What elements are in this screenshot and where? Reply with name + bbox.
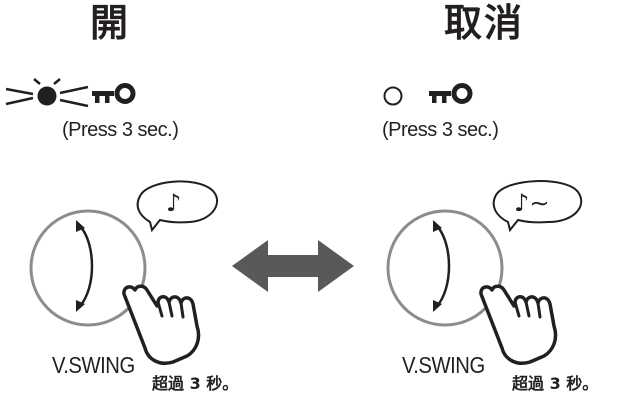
- left-title: 開: [90, 1, 131, 45]
- press-hint: (Press 3 sec.): [62, 119, 179, 141]
- rotate-arrow-icon: [74, 218, 94, 314]
- speech-bubble-icon: [492, 180, 583, 233]
- key-icon: [429, 86, 470, 104]
- speech-bubble-icon: [136, 180, 218, 233]
- rotate-arrow-icon: [431, 218, 451, 314]
- press-hint: (Press 3 sec.): [382, 119, 499, 141]
- note-symbol: ♪: [166, 189, 181, 217]
- vswing-button-ring: [386, 209, 504, 327]
- vswing-label: V.SWING: [402, 352, 485, 378]
- duration-note: 超過 3 秒。: [512, 374, 599, 393]
- pressing-hand-icon: [122, 284, 201, 365]
- vswing-label: V.SWING: [52, 352, 135, 378]
- led-off-icon: [383, 86, 403, 106]
- pressing-hand-icon: [479, 284, 558, 365]
- vswing-button-ring: [29, 209, 147, 327]
- key-icon: [92, 86, 133, 104]
- note-symbol: ♪∼: [514, 189, 549, 217]
- blinking-led-icon: [5, 78, 89, 108]
- right-title: 取消: [444, 1, 525, 45]
- double-arrow-icon: [232, 240, 354, 292]
- duration-note: 超過 3 秒。: [152, 374, 239, 393]
